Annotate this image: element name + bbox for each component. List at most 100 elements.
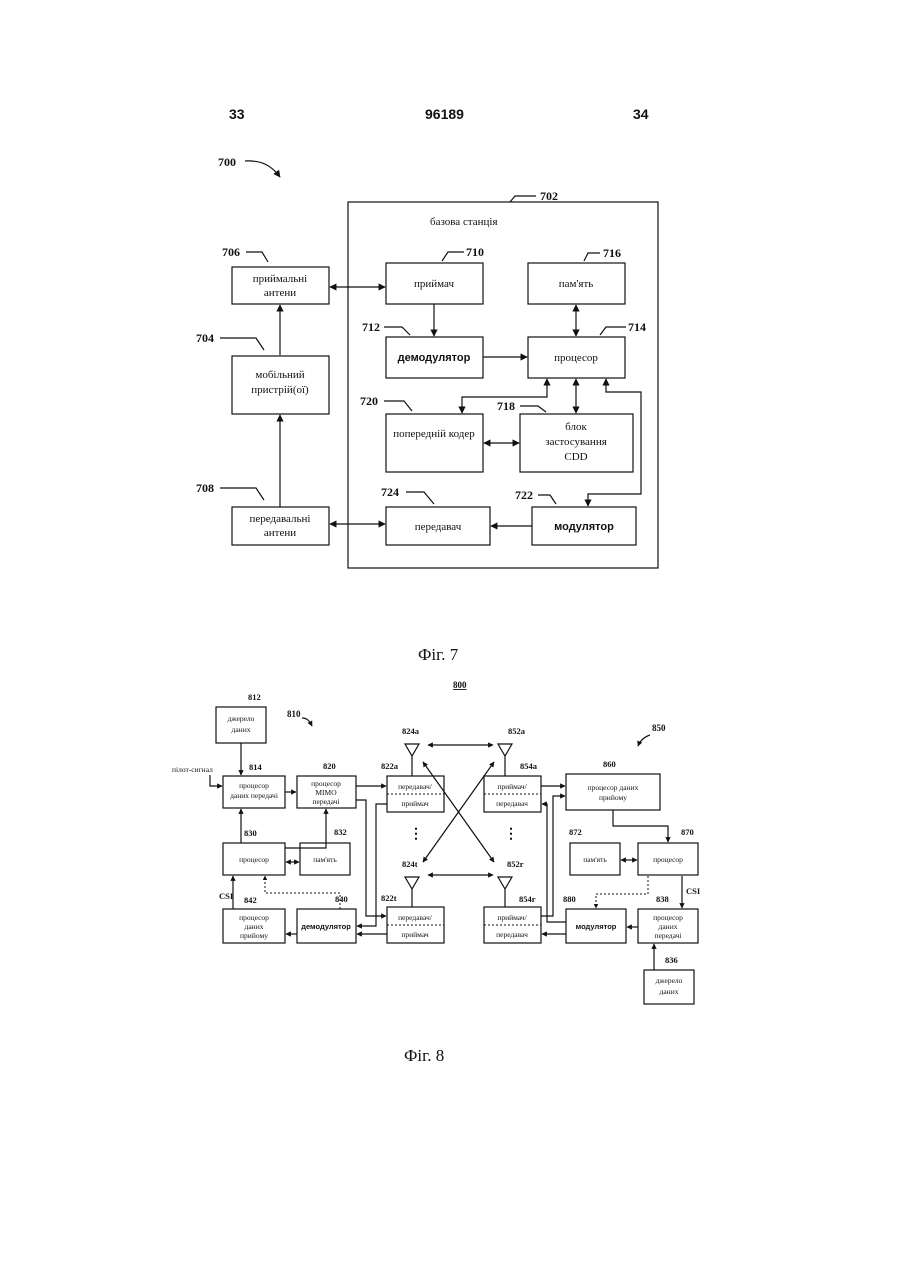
ref-800: 800 (453, 680, 467, 690)
data-source-b-line1: джерело (656, 976, 683, 985)
data-source-b-line2: даних (660, 987, 679, 996)
tx-data-proc-a-line2: даних передачі (230, 791, 278, 800)
xcvr-b-bot-line1: приймач/ (497, 913, 527, 922)
memory-a-label: пам'ять (313, 855, 337, 864)
ref-814: 814 (249, 762, 263, 772)
link-modulator-xcvr-b-top (542, 804, 566, 922)
link-proc-b-modulator (596, 876, 648, 908)
memory-b-label: пам'ять (583, 855, 607, 864)
rx-antennas-line1: приймальні (253, 273, 307, 285)
ref-838: 838 (656, 894, 669, 904)
ref-700-leader (245, 161, 280, 177)
ref-850-leader (638, 735, 650, 746)
ref-854r: 854r (519, 894, 536, 904)
ref-710: 710 (466, 245, 484, 259)
rx-data-processor-b-box (566, 774, 660, 810)
ref-820: 820 (323, 761, 336, 771)
antenna-a-bot (405, 877, 419, 907)
ref-706-leader (246, 252, 268, 262)
xcvr-b-top-line2: передавач (496, 799, 528, 808)
ref-702: 702 (540, 189, 558, 203)
csi-a-label: CSI (219, 891, 234, 901)
base-station-label: базова станція (430, 216, 498, 228)
cdd-line1: блок (565, 421, 587, 433)
rx-data-proc-b-line1: процесор даних (588, 783, 639, 792)
link-xcvr-top-demod (357, 804, 387, 926)
antenna-b-bot (498, 877, 512, 907)
xcvr-b-bot-line2: передавач (496, 930, 528, 939)
link-demod-proc-a (265, 876, 340, 909)
transmitter-label: передавач (415, 521, 462, 533)
cdd-line2: застосування (545, 436, 607, 448)
tx-antennas-line1: передавальні (250, 513, 311, 525)
pilot-label: пілот-сигнал (172, 765, 213, 774)
antenna-a-top (405, 744, 419, 776)
precoder-label: попередній кодер (393, 428, 475, 440)
ref-704-leader (220, 338, 264, 350)
ref-840: 840 (335, 894, 348, 904)
demodulator-8-label: демодулятор (301, 922, 351, 931)
link-xcvr-b-bot-rxproc (541, 796, 565, 916)
xcvr-a-top-line1: передавач/ (398, 782, 433, 791)
ref-708-leader (220, 488, 264, 500)
ref-824a: 824a (402, 726, 420, 736)
demodulator-label: демодулятор (398, 352, 471, 364)
rx-data-proc-a-line1: процесор (239, 913, 269, 922)
ref-822t: 822t (381, 893, 397, 903)
ref-852r: 852r (507, 859, 524, 869)
ref-718: 718 (497, 399, 515, 413)
data-source-a-line1: джерело (228, 714, 255, 723)
rx-antennas-line2: антени (264, 287, 296, 299)
antenna-b-top (498, 744, 512, 776)
csi-b-label: CSI (686, 886, 701, 896)
link-proc-a-mimo (285, 809, 326, 848)
ref-870: 870 (681, 827, 694, 837)
receiver-label: приймач (414, 278, 454, 290)
ref-720: 720 (360, 394, 378, 408)
xcvr-a-bot-line1: передавач/ (398, 913, 433, 922)
rx-data-proc-a-line3: прийому (240, 931, 268, 940)
figure-8-caption: Фіг. 8 (404, 1046, 444, 1065)
ref-712: 712 (362, 320, 380, 334)
ref-860: 860 (603, 759, 616, 769)
processor-a-label: процесор (239, 855, 269, 864)
modulator-label: модулятор (554, 521, 614, 533)
ellipsis-b: ⋮ (504, 827, 518, 842)
figure-7: 700 702 базова станція приймальні антени… (196, 155, 658, 664)
xcvr-a-bot-line2: приймач (401, 930, 429, 939)
tx-data-proc-b-line2: даних (659, 922, 678, 931)
ref-810: 810 (287, 709, 301, 719)
ref-852a: 852a (508, 726, 526, 736)
tx-antennas-line2: антени (264, 527, 296, 539)
xcvr-b-top-line1: приймач/ (497, 782, 527, 791)
figure-7-caption: Фіг. 7 (418, 645, 459, 664)
ref-812: 812 (248, 692, 261, 702)
ref-714: 714 (628, 320, 646, 334)
precoder-box (386, 414, 483, 472)
ref-850: 850 (652, 723, 666, 733)
ref-702-leader (510, 196, 536, 202)
ref-854a: 854a (520, 761, 538, 771)
data-source-a-line2: даних (232, 725, 251, 734)
processor-label: процесор (554, 352, 598, 364)
figure-8: 800 810 850 джерело даних 812 пілот-сигн… (172, 680, 701, 1065)
ref-810-leader (302, 718, 312, 726)
ref-872: 872 (569, 827, 582, 837)
ref-880: 880 (563, 894, 576, 904)
mimo-line1: процесор (311, 779, 341, 788)
ref-832: 832 (334, 827, 347, 837)
modulator-8-label: модулятор (576, 922, 617, 931)
tx-data-proc-b-line1: процесор (653, 913, 683, 922)
ref-708: 708 (196, 481, 214, 495)
ref-824t: 824t (402, 859, 418, 869)
memory-label: пам'ять (559, 278, 594, 290)
ref-836: 836 (665, 955, 678, 965)
mobile-line1: мобільний (255, 369, 304, 381)
ref-830: 830 (244, 828, 257, 838)
tx-data-proc-b-line3: передачі (654, 931, 681, 940)
ref-704: 704 (196, 331, 214, 345)
tx-data-proc-a-line1: процесор (239, 781, 269, 790)
rx-data-proc-b-line2: прийому (599, 793, 627, 802)
link-rxproc-b-proc-b (613, 810, 668, 842)
